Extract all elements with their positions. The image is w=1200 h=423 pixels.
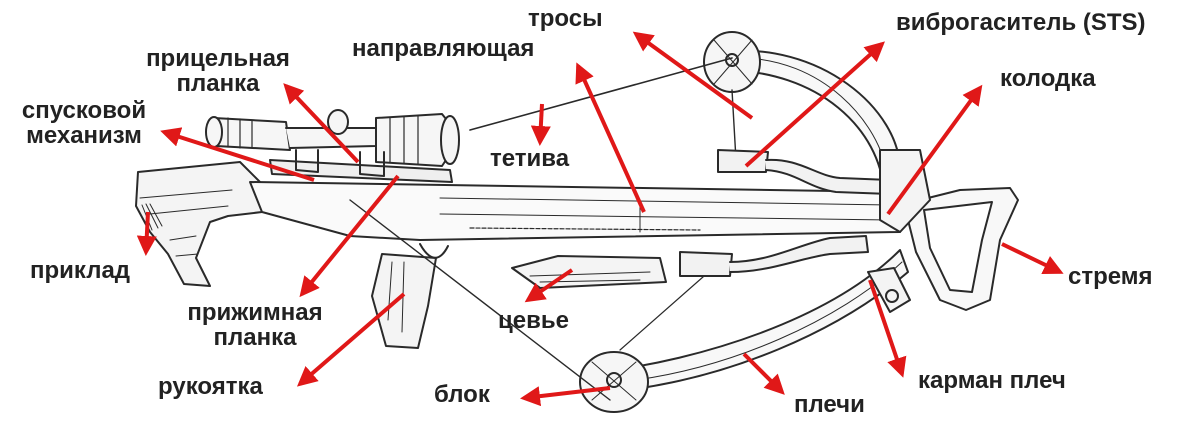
callout-arrows [136, 31, 1064, 407]
arrow-karman [868, 279, 907, 378]
label-prizhimnaya-line1: прижимная [187, 299, 323, 326]
label-spuskovoy-mekhanizm: спусковой механизм [4, 98, 164, 148]
arrow-rukoyatka [296, 292, 406, 387]
sts-lower [679, 251, 733, 277]
label-kolodka: колодка [1000, 65, 1096, 92]
arrow-spuskovoy [160, 127, 315, 182]
label-stremya: стремя [1068, 263, 1153, 290]
arrow-kolodka [886, 84, 983, 216]
label-trosy: тросы [528, 5, 603, 32]
crossbow-drawing [135, 31, 1019, 413]
arrow-tseve [524, 268, 574, 303]
label-pritselnaya-line1: прицельная [146, 45, 290, 72]
label-tetiva: тетива [490, 145, 570, 172]
label-napravlyayushchaya: направляющая [352, 35, 535, 62]
label-prizhimnaya-line2: планка [213, 324, 297, 351]
arrow-priklad [136, 211, 157, 256]
stock [135, 161, 263, 287]
arrow-prizhimnaya [299, 174, 400, 298]
arrow-plechi [742, 352, 785, 395]
arrow-sts [744, 41, 885, 168]
label-pritselnaya-planka: прицельная планка [124, 46, 312, 96]
label-spuskovoy-line2: механизм [26, 122, 142, 149]
arrow-stremya [1001, 242, 1064, 275]
label-karman-plech: карман плеч [918, 367, 1066, 394]
arrow-napravlyayushchaya [575, 62, 646, 213]
label-pritselnaya-line2: планка [176, 70, 260, 97]
arrow-pritselnaya [283, 83, 360, 164]
label-priklad: приклад [30, 257, 131, 284]
label-vibrogasitel: виброгаситель (STS) [896, 9, 1146, 36]
barrel [249, 181, 901, 241]
arrow-tetiva [530, 103, 551, 146]
arrow-trosy [632, 31, 754, 120]
label-blok: блок [434, 381, 490, 408]
label-plechi: плечи [794, 391, 865, 418]
label-spuskovoy-line1: спусковой [21, 97, 147, 124]
label-tseve: цевье [498, 307, 569, 334]
label-prizhimnaya-planka: прижимная планка [160, 300, 350, 350]
label-rukoyatka: рукоятка [158, 373, 263, 400]
arrow-blok [520, 386, 611, 407]
